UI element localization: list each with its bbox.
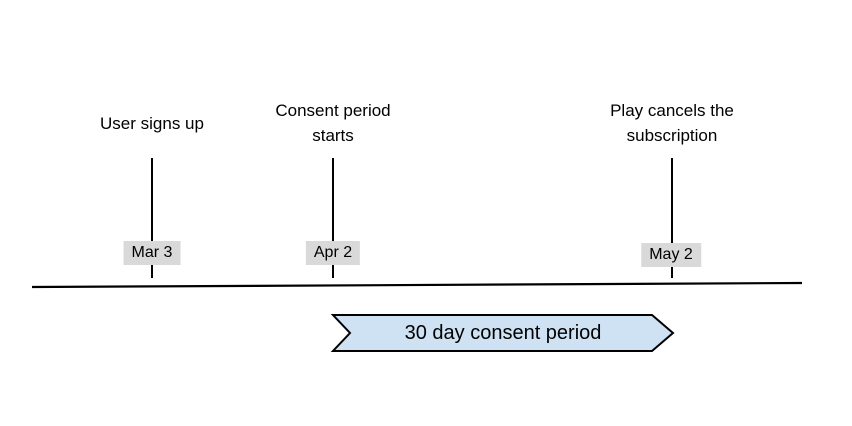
event-marker-line [332, 158, 334, 278]
event-date-badge: Apr 2 [305, 241, 361, 265]
event-marker-line [151, 158, 153, 278]
consent-period-label: 30 day consent period [404, 321, 602, 344]
event-date-badge: Mar 3 [123, 241, 181, 265]
timeline-axis-line [31, 281, 803, 289]
event-label-play-cancels-subscription: Play cancels the subscription [610, 101, 734, 145]
event-marker-line [671, 158, 673, 278]
consent-period-arrow [330, 314, 675, 352]
event-date-badge: May 2 [641, 243, 701, 267]
event-label-consent-period-starts: Consent period starts [275, 101, 391, 145]
event-label-user-signs-up: User signs up [100, 113, 204, 133]
